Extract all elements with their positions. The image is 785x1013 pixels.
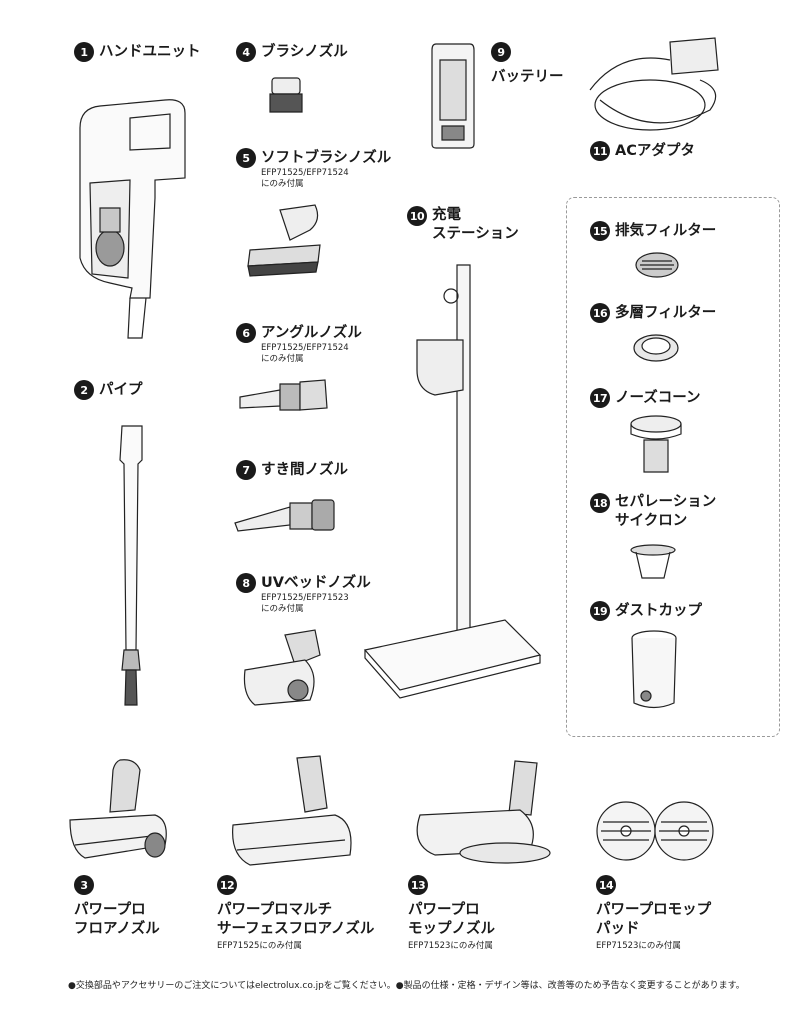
nose-cone-illustration xyxy=(628,412,684,477)
part-1: 1 ハンドユニット xyxy=(74,42,201,62)
crevice-nozzle-illustration xyxy=(230,495,340,535)
part-4: 4 ブラシノズル xyxy=(236,42,348,62)
part-label: アングルノズル xyxy=(261,324,362,341)
part-11: 11 ACアダプタ xyxy=(590,141,695,161)
part-label: ハンドユニット xyxy=(99,43,201,60)
part-number-badge: 5 xyxy=(236,148,256,168)
part-2: 2 パイプ xyxy=(74,380,143,400)
part-label: パワープロ モップノズル xyxy=(408,902,495,937)
part-number-badge: 3 xyxy=(74,875,94,895)
part-number-badge: 12 xyxy=(217,875,237,895)
part-number-badge: 9 xyxy=(491,42,511,62)
hand-unit-illustration xyxy=(70,88,200,338)
part-note: EFP71525/EFP71523 にのみ付属 xyxy=(261,593,349,614)
part-18: 18 セパレーション サイクロン xyxy=(590,493,716,531)
part-label: UVベッドノズル xyxy=(261,574,371,591)
part-number-badge: 1 xyxy=(74,42,94,62)
part-number-badge: 2 xyxy=(74,380,94,400)
part-label: パワープロマルチ サーフェスフロアノズル xyxy=(217,902,375,937)
part-note: EFP71525にのみ付属 xyxy=(217,941,302,951)
mop-pads-illustration xyxy=(595,800,715,862)
part-label: パワープロ フロアノズル xyxy=(74,902,160,937)
multilayer-filter-illustration xyxy=(630,332,682,364)
part-5: 5 ソフトブラシノズル EFP71525/EFP71524 にのみ付属 xyxy=(236,148,391,190)
soft-brush-nozzle-illustration xyxy=(240,200,330,285)
part-label: ダストカップ xyxy=(615,602,702,619)
part-7: 7 すき間ノズル xyxy=(236,460,348,480)
separation-cyclone-illustration xyxy=(628,542,678,582)
part-13: 13 パワープロ モップノズル EFP71523にのみ付属 xyxy=(408,875,495,952)
angle-nozzle-illustration xyxy=(235,372,335,417)
part-10: 10 充電 ステーション xyxy=(407,206,519,244)
exhaust-filter-illustration xyxy=(632,250,682,280)
part-label: ノーズコーン xyxy=(615,389,701,406)
part-label: ブラシノズル xyxy=(261,43,348,60)
part-17: 17 ノーズコーン xyxy=(590,388,701,408)
part-16: 16 多層フィルター xyxy=(590,303,716,323)
part-number-badge: 15 xyxy=(590,221,610,241)
part-number-badge: 4 xyxy=(236,42,256,62)
ac-adapter-illustration xyxy=(580,30,730,140)
part-label: バッテリー xyxy=(491,69,564,85)
power-floor-nozzle-illustration xyxy=(65,750,175,870)
brush-nozzle-illustration xyxy=(262,72,312,117)
part-label: 多層フィルター xyxy=(615,304,717,321)
part-note: EFP71525/EFP71524 にのみ付属 xyxy=(261,343,349,364)
part-12: 12 パワープロマルチ サーフェスフロアノズル EFP71525にのみ付属 xyxy=(217,875,374,952)
part-label: 排気フィルター xyxy=(615,222,717,239)
part-label: パイプ xyxy=(99,381,143,398)
part-label: ソフトブラシノズル xyxy=(261,149,392,166)
part-number-badge: 13 xyxy=(408,875,428,895)
part-note: EFP71525/EFP71524 にのみ付属 xyxy=(261,168,349,189)
mop-nozzle-illustration xyxy=(405,755,555,870)
part-label: パワープロモップ パッド xyxy=(596,902,712,937)
part-label: すき間ノズル xyxy=(261,461,348,478)
part-8: 8 UVベッドノズル EFP71525/EFP71523 にのみ付属 xyxy=(236,573,371,615)
pipe-illustration xyxy=(112,420,152,710)
footer-note: ●交換部品やアクセサリーのご注文についてはelectrolux.co.jpをご覧… xyxy=(68,981,745,991)
dust-cup-illustration xyxy=(628,628,680,713)
part-number-badge: 17 xyxy=(590,388,610,408)
multi-surface-floor-nozzle-illustration xyxy=(225,750,365,870)
part-label: 充電 ステーション xyxy=(432,207,519,242)
part-6: 6 アングルノズル EFP71525/EFP71524 にのみ付属 xyxy=(236,323,362,365)
part-14: 14 パワープロモップ パッド EFP71523にのみ付属 xyxy=(596,875,711,952)
battery-illustration xyxy=(428,40,478,152)
part-15: 15 排気フィルター xyxy=(590,221,716,241)
part-number-badge: 10 xyxy=(407,206,427,226)
part-note: EFP71523にのみ付属 xyxy=(408,941,493,951)
part-number-badge: 7 xyxy=(236,460,256,480)
part-9: 9 バッテリー xyxy=(491,42,564,87)
charging-station-illustration xyxy=(355,260,545,700)
part-number-badge: 14 xyxy=(596,875,616,895)
part-number-badge: 8 xyxy=(236,573,256,593)
part-number-badge: 11 xyxy=(590,141,610,161)
filter-parts-group xyxy=(566,197,780,737)
part-3: 3 パワープロ フロアノズル xyxy=(74,875,160,939)
part-19: 19 ダストカップ xyxy=(590,601,702,621)
part-number-badge: 6 xyxy=(236,323,256,343)
part-label: セパレーション サイクロン xyxy=(615,494,717,529)
part-number-badge: 18 xyxy=(590,493,610,513)
part-number-badge: 16 xyxy=(590,303,610,323)
part-label: ACアダプタ xyxy=(615,142,695,159)
uv-bed-nozzle-illustration xyxy=(240,625,330,710)
part-note: EFP71523にのみ付属 xyxy=(596,941,681,951)
part-number-badge: 19 xyxy=(590,601,610,621)
